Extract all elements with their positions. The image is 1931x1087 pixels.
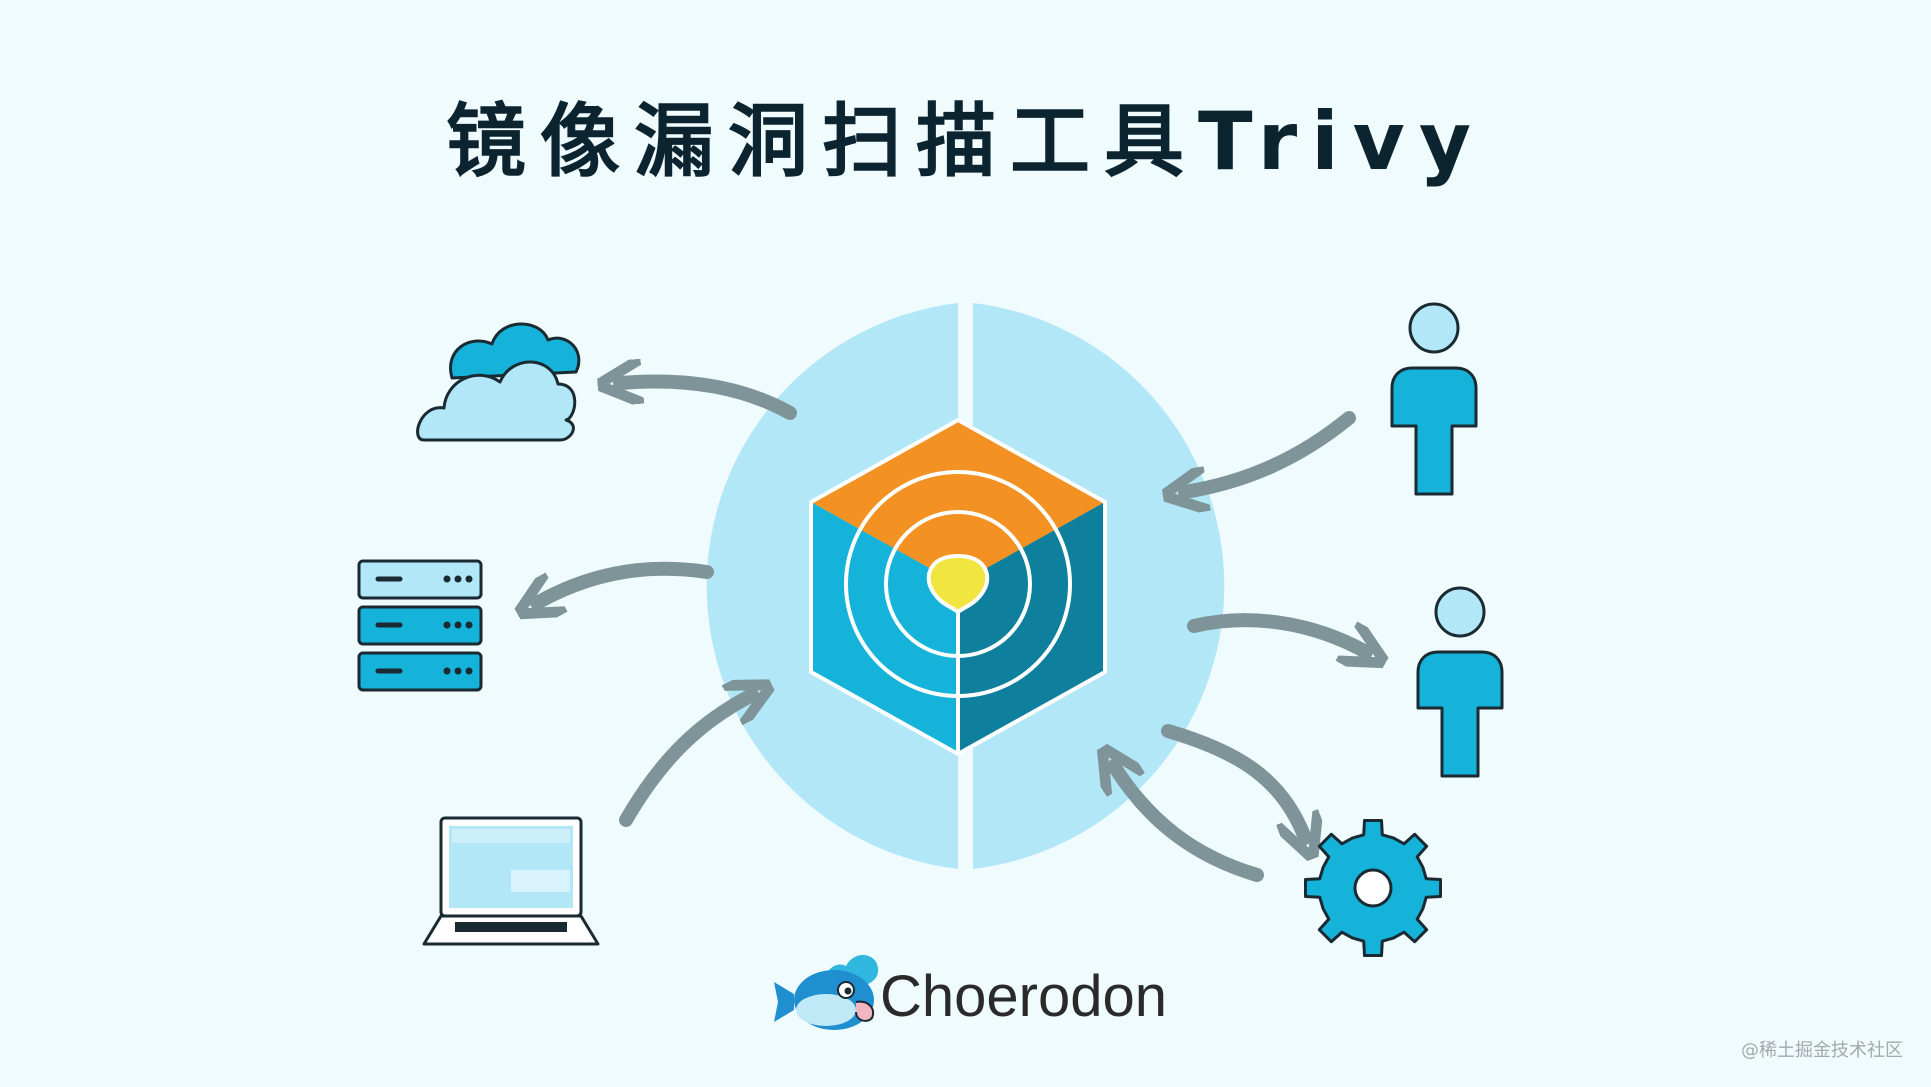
arrow-to-gear (1161, 724, 1305, 838)
brand-name: Choerodon (880, 964, 1167, 1029)
arrow-from-user-top (1185, 411, 1356, 492)
trivy-cube-icon (809, 417, 1107, 757)
page-title: 镜像漏洞扫描工具Trivy (446, 95, 1485, 188)
user-icon (1416, 586, 1504, 778)
arrow-to-user-bottom (1187, 613, 1366, 652)
cloud-icon (416, 322, 581, 442)
choerodon-fish-icon (774, 954, 879, 1030)
arrow-from-gear (1114, 766, 1264, 882)
watermark: @稀土掘金技术社区 (1741, 1040, 1903, 1061)
laptop-icon (422, 816, 600, 946)
arrow-to-cloud (620, 382, 797, 420)
server-icon (357, 559, 483, 692)
arrow-to-server (537, 561, 714, 603)
user-icon (1390, 302, 1478, 496)
gear-icon (1304, 819, 1442, 957)
arrow-from-laptop (619, 695, 752, 827)
